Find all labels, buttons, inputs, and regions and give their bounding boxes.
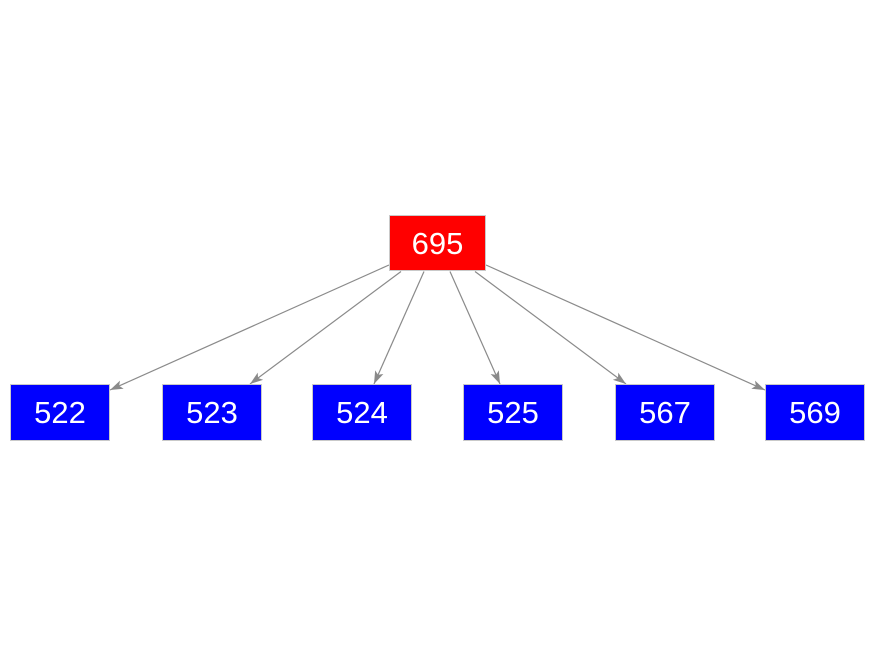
- edge-695-525: [449, 271, 501, 385]
- child-node-label: 522: [34, 395, 86, 430]
- root-node-label: 695: [411, 225, 464, 261]
- child-node-label: 567: [639, 395, 691, 430]
- child-node-label: 525: [487, 395, 539, 430]
- root-node-695: 695: [389, 215, 486, 271]
- child-node-567: 567: [615, 384, 715, 441]
- edge-695-567: [474, 271, 627, 385]
- child-node-label: 569: [789, 395, 841, 430]
- edge-695-569: [485, 264, 766, 391]
- edge-695-522: [109, 264, 390, 391]
- child-node-522: 522: [10, 384, 110, 441]
- edge-695-524: [373, 271, 425, 385]
- edge-695-523: [249, 271, 402, 385]
- child-node-525: 525: [463, 384, 563, 441]
- child-node-569: 569: [765, 384, 865, 441]
- child-node-523: 523: [162, 384, 262, 441]
- child-node-label: 524: [336, 395, 388, 430]
- child-node-524: 524: [312, 384, 412, 441]
- child-node-label: 523: [186, 395, 238, 430]
